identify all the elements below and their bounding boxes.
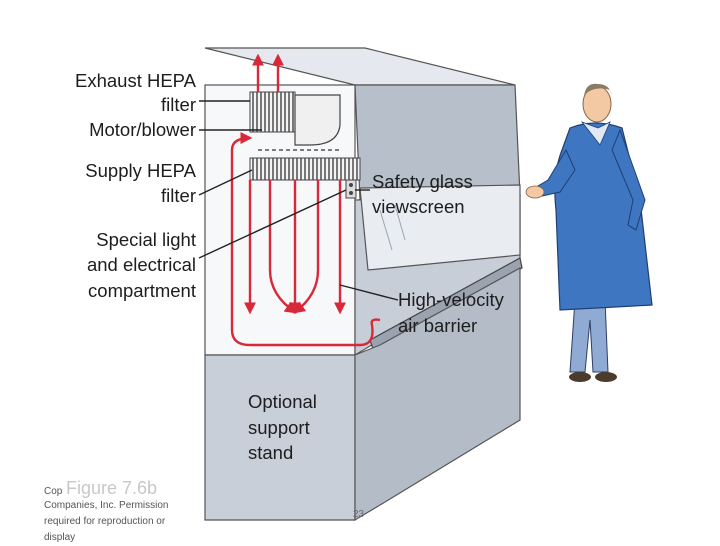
- copyright-fragment: Cop: [44, 486, 63, 497]
- label-safety-glass-1: Safety glass: [372, 171, 473, 192]
- label-supply-hepa-1: Supply HEPA: [85, 160, 196, 181]
- figure-caption: Figure 7.6b: [66, 478, 158, 498]
- label-motor-blower: Motor/blower: [89, 119, 196, 140]
- cabinet: [204, 47, 523, 522]
- viewscreen-glass: [359, 184, 521, 271]
- airflow-arrows: [230, 53, 381, 347]
- label-stand-3: stand: [248, 442, 293, 463]
- lab-technician-figure: [525, 83, 653, 382]
- hand: [525, 185, 545, 199]
- cabinet-top: [204, 47, 516, 86]
- label-air-barrier-1: High-velocity: [398, 289, 505, 310]
- label-exhaust-hepa-2: filter: [161, 94, 196, 115]
- label-safety-glass-2: viewscreen: [372, 196, 465, 217]
- label-special-3: compartment: [88, 280, 196, 301]
- exhaust-hepa-filter: [249, 91, 296, 133]
- supply-hepa-filter: [249, 157, 361, 181]
- label-stand-2: support: [248, 417, 310, 438]
- label-air-barrier-2: air barrier: [398, 315, 477, 336]
- label-stand-1: Optional: [248, 391, 317, 412]
- light-switch: [345, 179, 357, 199]
- label-supply-hepa-2: filter: [161, 185, 196, 206]
- label-special-1: Special light: [96, 229, 196, 250]
- copyright-notice: Companies, Inc. Permission required for …: [44, 500, 169, 543]
- leader-lines: [198, 100, 399, 301]
- page-number: 23: [353, 509, 365, 520]
- stand-side: [354, 266, 521, 522]
- label-exhaust-hepa-1: Exhaust HEPA: [75, 70, 197, 91]
- pants: [569, 299, 609, 373]
- motor-blower: [294, 94, 341, 146]
- label-special-2: and electrical: [87, 254, 196, 275]
